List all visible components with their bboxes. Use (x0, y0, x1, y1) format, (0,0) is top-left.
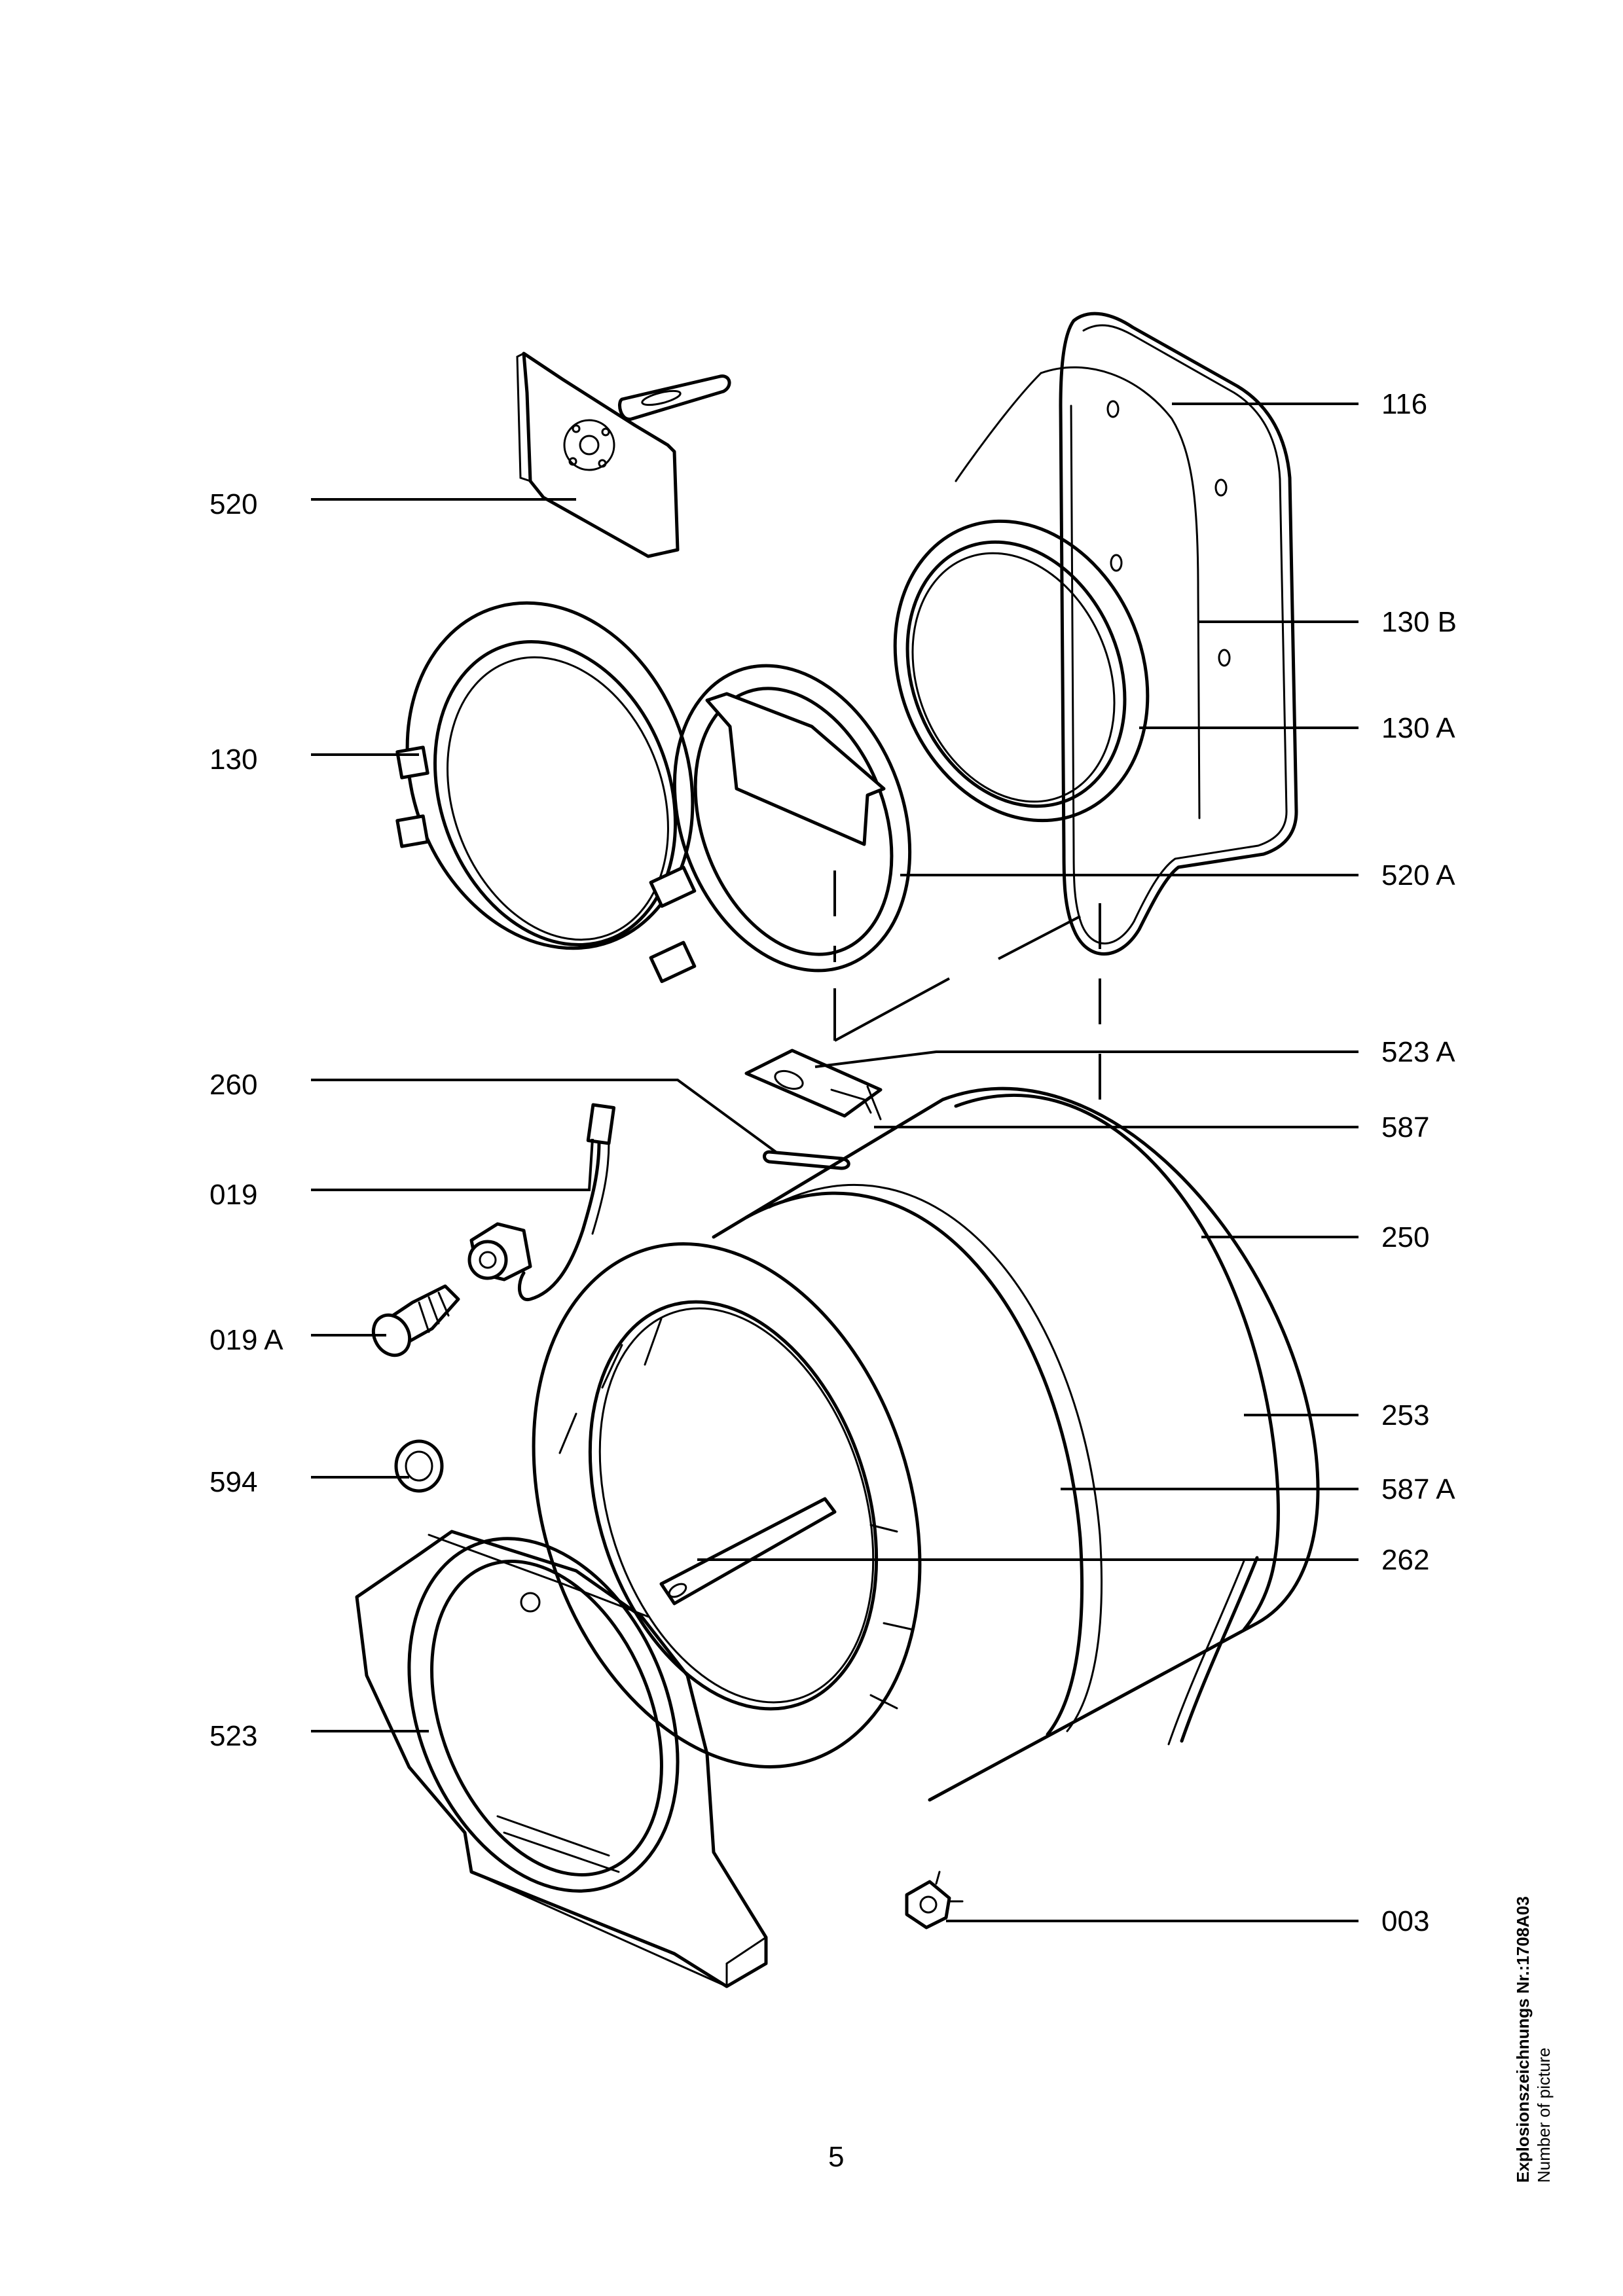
callout-250: 250 (1381, 1221, 1429, 1253)
callout-587: 587 (1381, 1111, 1429, 1143)
callout-130b: 130 B (1381, 606, 1457, 638)
callout-003: 003 (1381, 1905, 1429, 1937)
part-260-pin (763, 1150, 850, 1170)
assembly-guide-lines (833, 870, 1101, 1113)
callout-594: 594 (210, 1466, 257, 1498)
leader-lines (311, 403, 1359, 1922)
part-250-drum (532, 1086, 1320, 1802)
callout-253: 253 (1381, 1399, 1429, 1431)
callout-130: 130 (210, 744, 257, 776)
part-523a-plate (744, 1049, 883, 1121)
callout-523: 523 (210, 1720, 257, 1752)
part-520-bracket (516, 351, 731, 558)
part-019-cable (467, 1103, 616, 1301)
callout-labels-right: 116 130 B 130 A 520 A 523 A 587 250 253 … (1381, 388, 1457, 1937)
part-116-rear-panel (955, 312, 1298, 956)
callout-260: 260 (210, 1069, 257, 1101)
callout-116: 116 (1381, 388, 1427, 420)
part-594-grommet (394, 1439, 444, 1493)
callout-262: 262 (1381, 1544, 1429, 1576)
callout-019: 019 (210, 1179, 257, 1211)
part-130a-rear-ring (893, 519, 1150, 823)
callout-labels-left: 520 130 260 019 019 A 594 523 (210, 488, 283, 1752)
callout-130a: 130 A (1381, 712, 1455, 744)
part-523-front-frame (355, 1530, 768, 1988)
callout-587a: 587 A (1381, 1473, 1455, 1505)
callout-520a: 520 A (1381, 859, 1455, 891)
part-520a-filter-frame (672, 664, 912, 973)
page-number: 5 (828, 2141, 844, 2173)
drawing-number: Explosionszeichnungs Nr.:1708A03 (1513, 1896, 1533, 2183)
side-note: Explosionszeichnungs Nr.:1708A03 Number … (1513, 1896, 1554, 2183)
part-019a-screw (371, 1284, 460, 1357)
callout-523a: 523 A (1381, 1036, 1455, 1068)
drawing-number-caption: Number of picture (1534, 2047, 1554, 2183)
part-130-front-ring (395, 601, 697, 984)
part-003-sensor (905, 1871, 964, 1929)
callout-520: 520 (210, 488, 257, 520)
callout-019a: 019 A (210, 1324, 283, 1356)
